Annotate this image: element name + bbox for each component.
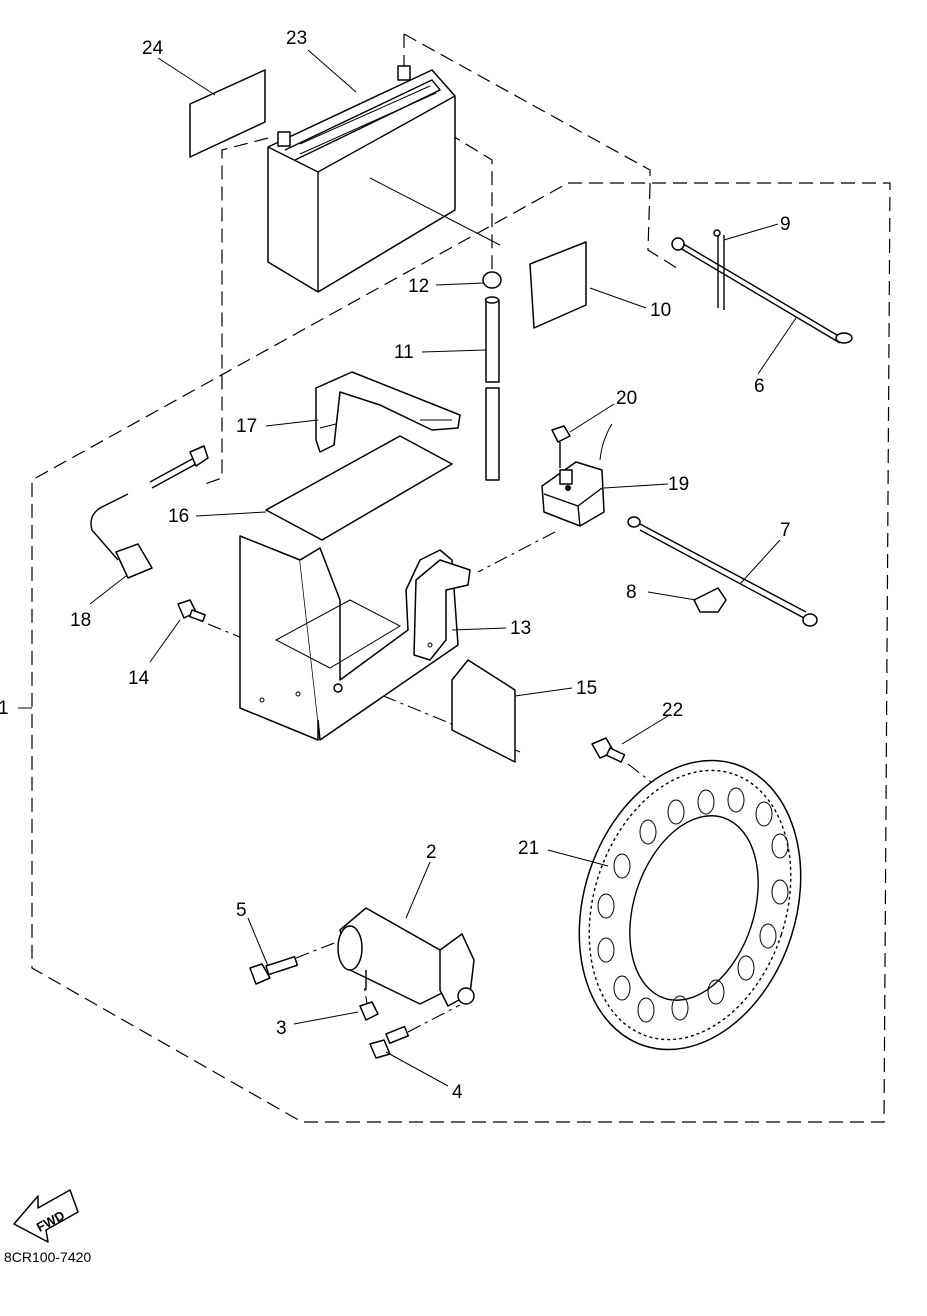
leader-lines	[18, 49, 797, 1087]
part-8-clamp	[693, 587, 727, 613]
part-21-drive-gear	[578, 759, 802, 1051]
part-3-nut	[359, 1001, 379, 1021]
part-16-sheet	[265, 435, 453, 541]
part-12-cap	[482, 271, 502, 289]
part-10-sheet	[529, 241, 587, 329]
callout-20: 20	[616, 388, 637, 409]
callout-14: 14	[128, 668, 150, 689]
callout-1: 1	[0, 698, 9, 719]
callout-17: 17	[236, 416, 257, 437]
part-11-breather-pipe	[484, 296, 500, 481]
callout-7: 7	[780, 520, 791, 541]
part-13-battery-box	[239, 535, 471, 741]
dashed-battery-to-cable	[403, 33, 681, 271]
part-18-lead-wire	[90, 445, 209, 579]
part-24-label-sheet	[189, 69, 266, 158]
callout-6: 6	[754, 376, 765, 397]
callout-8: 8	[626, 582, 637, 603]
part-6-battery-cable	[671, 237, 853, 344]
callout-22: 22	[662, 700, 683, 721]
callout-2: 2	[426, 842, 437, 863]
fwd-arrow-icon: FWD	[13, 1189, 79, 1243]
callout-12: 12	[408, 276, 429, 297]
part-9-cable-band	[713, 229, 725, 310]
callout-15: 15	[576, 678, 597, 699]
part-4-bolt	[369, 1025, 410, 1059]
part-19-starter-relay	[541, 461, 605, 527]
part-23-battery	[267, 65, 501, 293]
callout-4: 4	[452, 1082, 463, 1103]
leader-bolt4-to-motor	[407, 1004, 461, 1033]
callout-13: 13	[510, 618, 531, 639]
part-15-cover	[451, 659, 516, 763]
part-14-bolt	[177, 599, 206, 623]
callout-11: 11	[394, 342, 414, 363]
callout-18: 18	[70, 610, 91, 631]
callout-21: 21	[518, 838, 539, 859]
leader-relay-to-bracket	[477, 531, 556, 573]
kit-boundary	[31, 182, 891, 1123]
dashed-battery-to-lead	[204, 137, 269, 485]
part-5-bolt	[249, 955, 299, 985]
diagram-code: 8CR100-7420	[4, 1249, 91, 1265]
part-7-starter-cable	[627, 516, 818, 627]
part-17-band	[315, 371, 461, 453]
callout-9: 9	[780, 214, 791, 235]
callout-16: 16	[168, 506, 189, 527]
part-22-bolt	[591, 737, 626, 763]
callout-5: 5	[236, 900, 247, 921]
leader-bolt5-to-motor	[295, 939, 343, 959]
callout-23: 23	[286, 28, 307, 49]
callout-10: 10	[650, 300, 671, 321]
part-20-screw	[551, 423, 613, 468]
part-2-starter-motor	[337, 907, 475, 1007]
callout-24: 24	[142, 38, 164, 59]
callout-3: 3	[276, 1018, 287, 1039]
callout-19: 19	[668, 474, 689, 495]
